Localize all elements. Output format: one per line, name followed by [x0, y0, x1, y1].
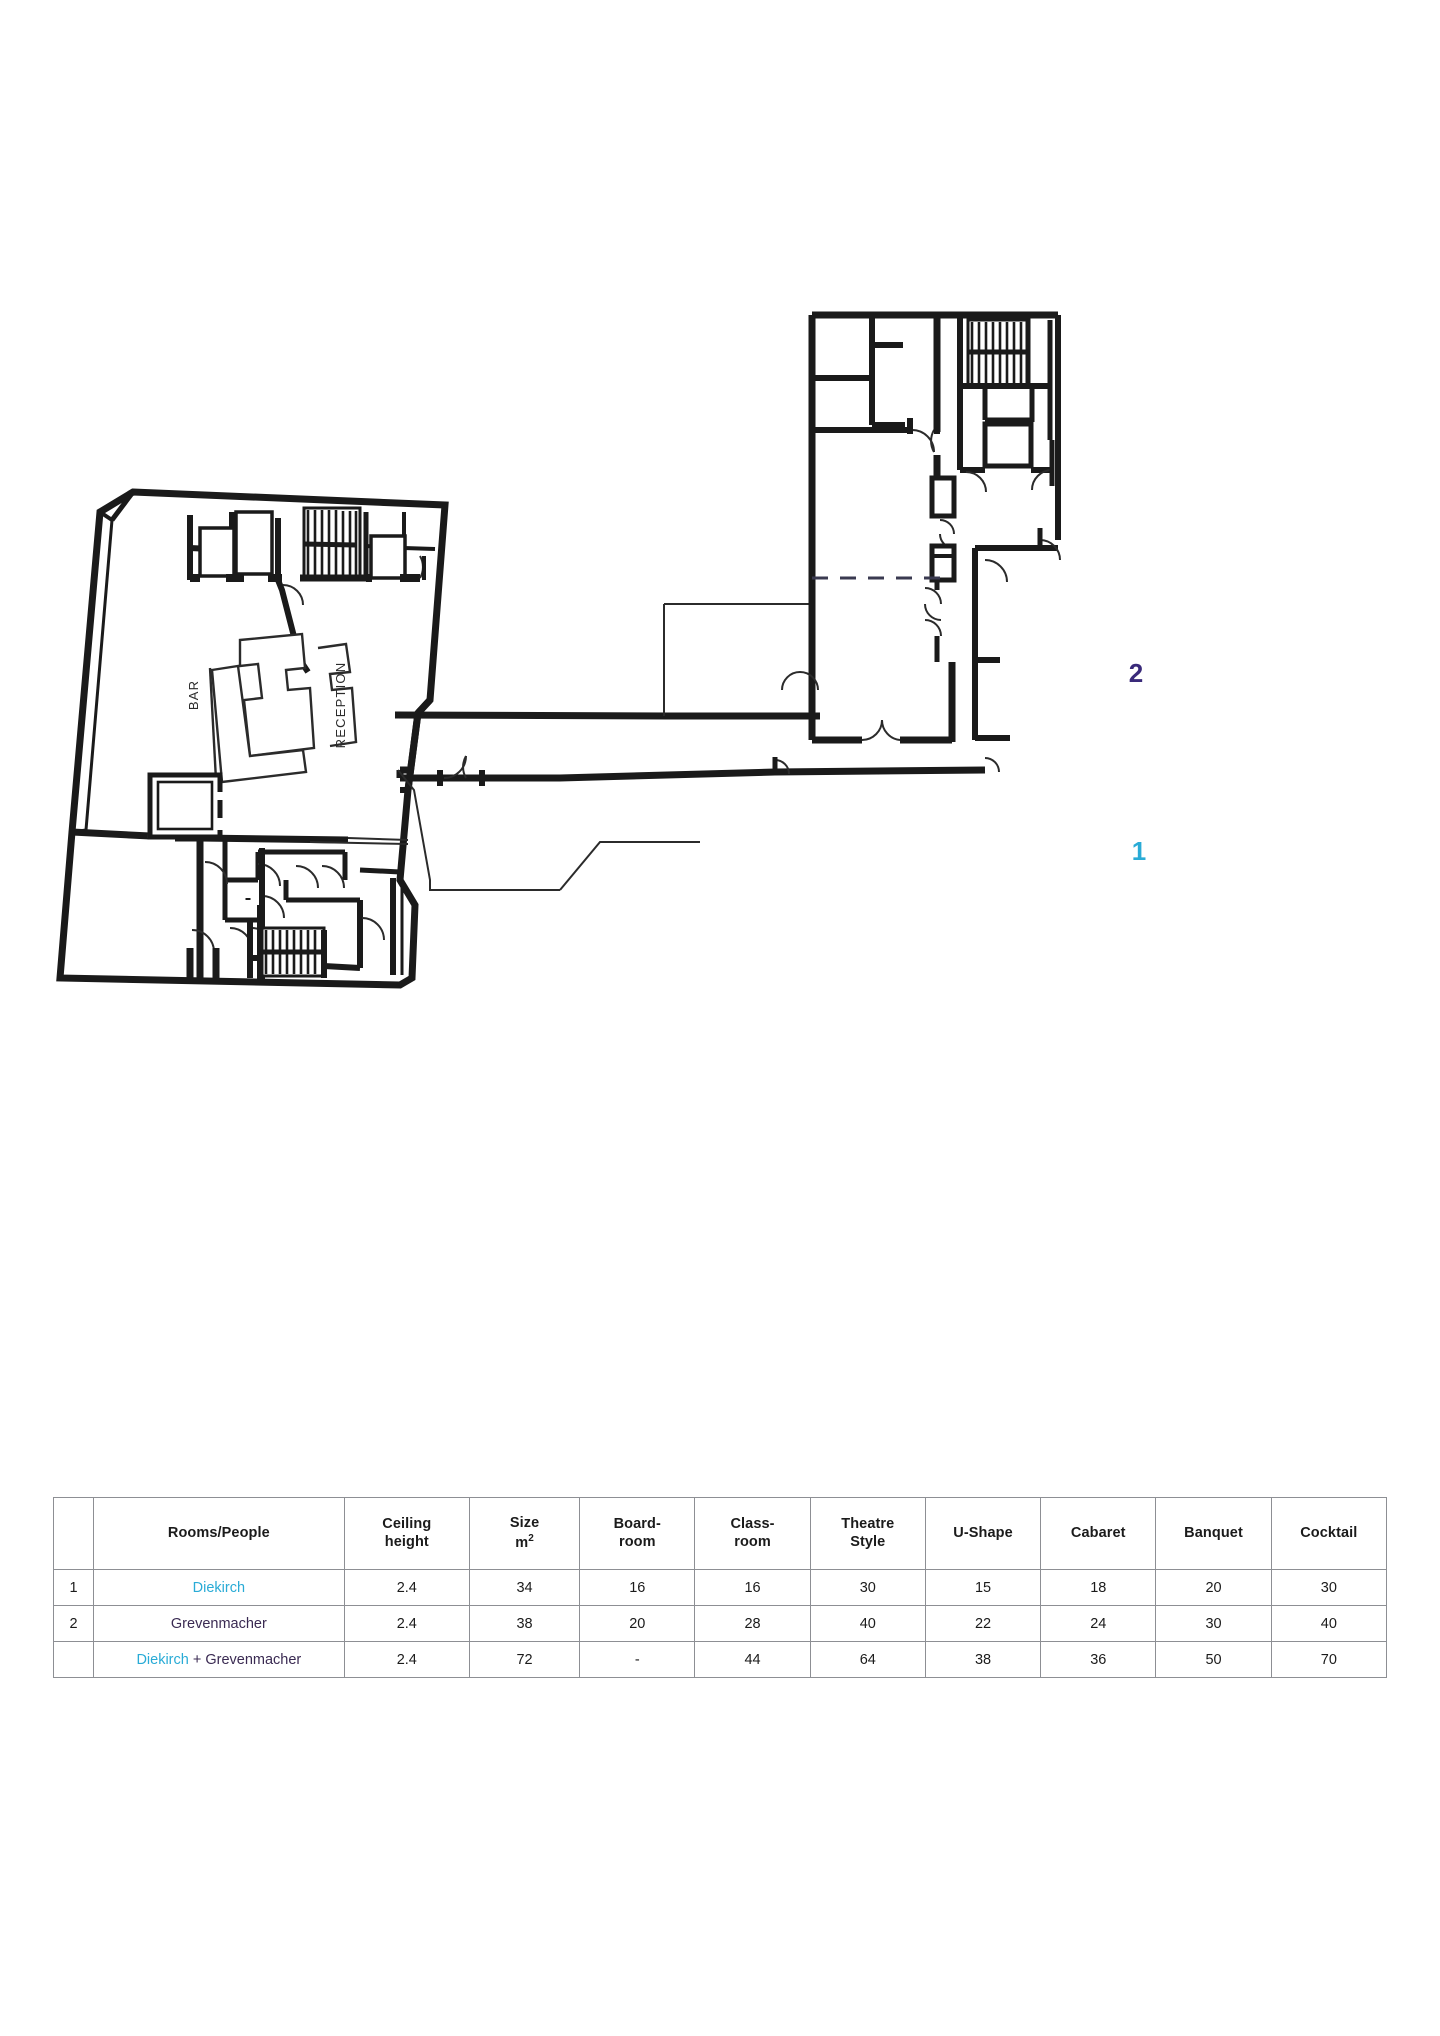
cell-ceiling-height: 2.4 [343, 1605, 470, 1642]
cell-boardroom: - [579, 1641, 696, 1678]
room-marker-2: 2 [1129, 658, 1143, 688]
header-classroom-line2: room [734, 1533, 771, 1550]
header-banquet: Banquet [1155, 1497, 1272, 1570]
bar-label: BAR [186, 680, 201, 710]
room-name-text: Grevenmacher [170, 1615, 267, 1632]
header-ceiling-line1: Ceiling [382, 1515, 432, 1532]
table-body: 1 Diekirch 2.4 34 16 16 30 15 18 20 30 [52, 1569, 1388, 1678]
header-size: Size m2 [468, 1497, 581, 1570]
cell-banquet: 50 [1155, 1641, 1272, 1678]
header-size-line1: Size [509, 1514, 540, 1531]
reception-label: RECEPTION [333, 662, 348, 749]
cell-u-shape: 38 [924, 1641, 1042, 1678]
header-size-superscript: 2 [528, 1532, 534, 1544]
cell-cocktail: 70 [1270, 1641, 1388, 1678]
staircase-lower-left [260, 926, 326, 978]
cell-cabaret: 36 [1040, 1641, 1157, 1678]
room-name-part-a: Diekirch [136, 1651, 189, 1668]
cell-classroom: 16 [694, 1569, 811, 1606]
room-name-plus: + [188, 1651, 206, 1668]
bar-furniture [210, 632, 358, 784]
staircase-upper-left [302, 506, 362, 578]
header-number [52, 1497, 95, 1570]
header-rooms-people: Rooms/People [93, 1497, 345, 1570]
floor-plan: BAR RECEPTION [56, 311, 1146, 989]
connecting-corridor [394, 603, 1000, 891]
row-room-name: Diekirch [93, 1569, 345, 1606]
cell-classroom: 28 [694, 1605, 811, 1642]
row-number: 1 [52, 1569, 95, 1606]
cell-theatre-style: 64 [809, 1641, 926, 1678]
staircase-right [966, 318, 1030, 388]
table-header: Rooms/People Ceiling height Size m2 Boar… [52, 1497, 1388, 1570]
right-building [781, 311, 1061, 744]
header-theatre-line2: Style [850, 1533, 886, 1550]
floor-plan-drawing: BAR RECEPTION [56, 311, 1146, 989]
cell-cocktail: 40 [1270, 1605, 1388, 1642]
cell-size: 72 [468, 1641, 581, 1678]
header-boardroom-line2: room [618, 1533, 656, 1550]
cell-size: 38 [468, 1605, 581, 1642]
cell-ceiling-height: 2.4 [343, 1641, 470, 1678]
cell-u-shape: 22 [924, 1605, 1042, 1642]
table-row: Diekirch + Grevenmacher 2.4 72 - 44 64 3… [52, 1641, 1388, 1678]
header-size-unit: m [515, 1534, 529, 1551]
row-room-name: Grevenmacher [93, 1605, 345, 1642]
cell-boardroom: 20 [579, 1605, 696, 1642]
cell-size: 34 [468, 1569, 581, 1606]
cell-u-shape: 15 [924, 1569, 1042, 1606]
header-classroom: Class- room [694, 1497, 811, 1570]
room-marker-1: 1 [1132, 836, 1146, 866]
room-name-text: Diekirch [192, 1579, 246, 1596]
capacity-table-container: Rooms/People Ceiling height Size m2 Boar… [52, 1497, 1388, 1678]
cell-boardroom: 16 [579, 1569, 696, 1606]
header-classroom-line1: Class- [730, 1515, 775, 1532]
header-theatre-line1: Theatre [841, 1515, 895, 1532]
left-building [56, 488, 449, 989]
cell-banquet: 20 [1155, 1569, 1272, 1606]
cell-cabaret: 24 [1040, 1605, 1157, 1642]
cell-classroom: 44 [694, 1641, 811, 1678]
table-row: 1 Diekirch 2.4 34 16 16 30 15 18 20 30 [52, 1569, 1388, 1606]
header-ceiling-height: Ceiling height [343, 1497, 470, 1570]
header-u-shape: U-Shape [924, 1497, 1042, 1570]
row-number [52, 1641, 95, 1678]
row-number: 2 [52, 1605, 95, 1642]
header-cocktail: Cocktail [1270, 1497, 1388, 1570]
header-boardroom: Board- room [579, 1497, 696, 1570]
room-name-part-b: Grevenmacher [205, 1651, 302, 1668]
cell-ceiling-height: 2.4 [343, 1569, 470, 1606]
cell-cocktail: 30 [1270, 1569, 1388, 1606]
header-ceiling-line2: height [384, 1533, 429, 1550]
row-room-name: Diekirch + Grevenmacher [93, 1641, 345, 1678]
capacity-table: Rooms/People Ceiling height Size m2 Boar… [52, 1497, 1388, 1678]
table-header-row: Rooms/People Ceiling height Size m2 Boar… [52, 1497, 1388, 1570]
cell-cabaret: 18 [1040, 1569, 1157, 1606]
header-size-line2: m2 [470, 1533, 579, 1553]
cell-theatre-style: 30 [809, 1569, 926, 1606]
cell-banquet: 30 [1155, 1605, 1272, 1642]
header-cabaret: Cabaret [1040, 1497, 1157, 1570]
cell-theatre-style: 40 [809, 1605, 926, 1642]
header-theatre-style: Theatre Style [809, 1497, 926, 1570]
table-row: 2 Grevenmacher 2.4 38 20 28 40 22 24 30 … [52, 1605, 1388, 1642]
header-boardroom-line1: Board- [613, 1515, 661, 1532]
